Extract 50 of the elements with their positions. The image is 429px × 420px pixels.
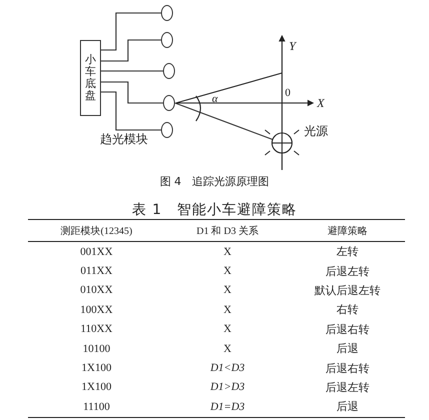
table-cell-text: 后退: [336, 400, 360, 414]
chassis-box: 小车底盘: [80, 40, 101, 116]
connector-line: [101, 81, 163, 104]
table-cell-text: 右转: [336, 303, 360, 318]
table-cell-text: 1X100: [80, 381, 112, 394]
origin-label: 0: [285, 88, 290, 99]
light-source-label: 光源: [304, 125, 328, 137]
table-title: 表 1 智能小车避障策略: [130, 201, 298, 219]
table-cell-text: 110XX: [80, 323, 114, 336]
table-cell-text: X: [222, 284, 232, 296]
table-cell-text: 11100: [82, 400, 111, 413]
sensor-oval: [161, 32, 173, 48]
table-cell-text: D1=D3: [209, 400, 246, 413]
angle-label: α: [212, 94, 218, 105]
module-label: 趋光模块: [100, 133, 148, 145]
table-cell-text: 默认后退左转: [314, 284, 382, 298]
table-cell-text: 011XX: [80, 265, 114, 278]
table-cell-text: 后退: [336, 342, 360, 356]
column-header: 测距模块(12345): [60, 224, 134, 238]
axis-label: Y: [289, 40, 296, 52]
table-cell-text: X: [222, 323, 232, 336]
table-cell-text: 后退左转: [324, 264, 370, 279]
table-cell-text: D1>D3: [209, 381, 246, 394]
sensor-oval: [161, 5, 173, 21]
sensor-oval: [163, 95, 175, 111]
connector-line: [101, 39, 161, 62]
sensor-oval: [163, 63, 175, 79]
column-header: D1 和 D3 关系: [196, 224, 260, 238]
connector-line: [174, 102, 273, 140]
sensor-oval: [161, 122, 173, 138]
table-cell-text: X: [222, 246, 232, 258]
axis-label: X: [317, 97, 324, 109]
table-cell-text: 001XX: [79, 246, 114, 258]
table-cell-text: 后退左转: [324, 380, 370, 395]
table-cell-text: X: [222, 304, 232, 316]
table-cell-text: 后退右转: [324, 322, 370, 337]
table-cell-text: 后退右转: [324, 362, 370, 376]
column-header: 避障策略: [326, 224, 368, 238]
table-cell-text: 左转: [336, 245, 360, 260]
table-cell-text: 10100: [82, 342, 112, 355]
figure-caption: 图 4 追踪光源原理图: [158, 174, 270, 189]
connector-line: [101, 70, 163, 72]
table-cell-text: 100XX: [79, 304, 114, 316]
table-cell-text: X: [222, 265, 232, 278]
connector-line: [101, 12, 161, 51]
table-cell-text: 1X100: [80, 362, 112, 374]
connector-line: [101, 91, 161, 131]
table-cell-text: 010XX: [79, 284, 114, 296]
table-cell-text: X: [222, 342, 232, 355]
table-cell-text: D1<D3: [209, 362, 246, 374]
